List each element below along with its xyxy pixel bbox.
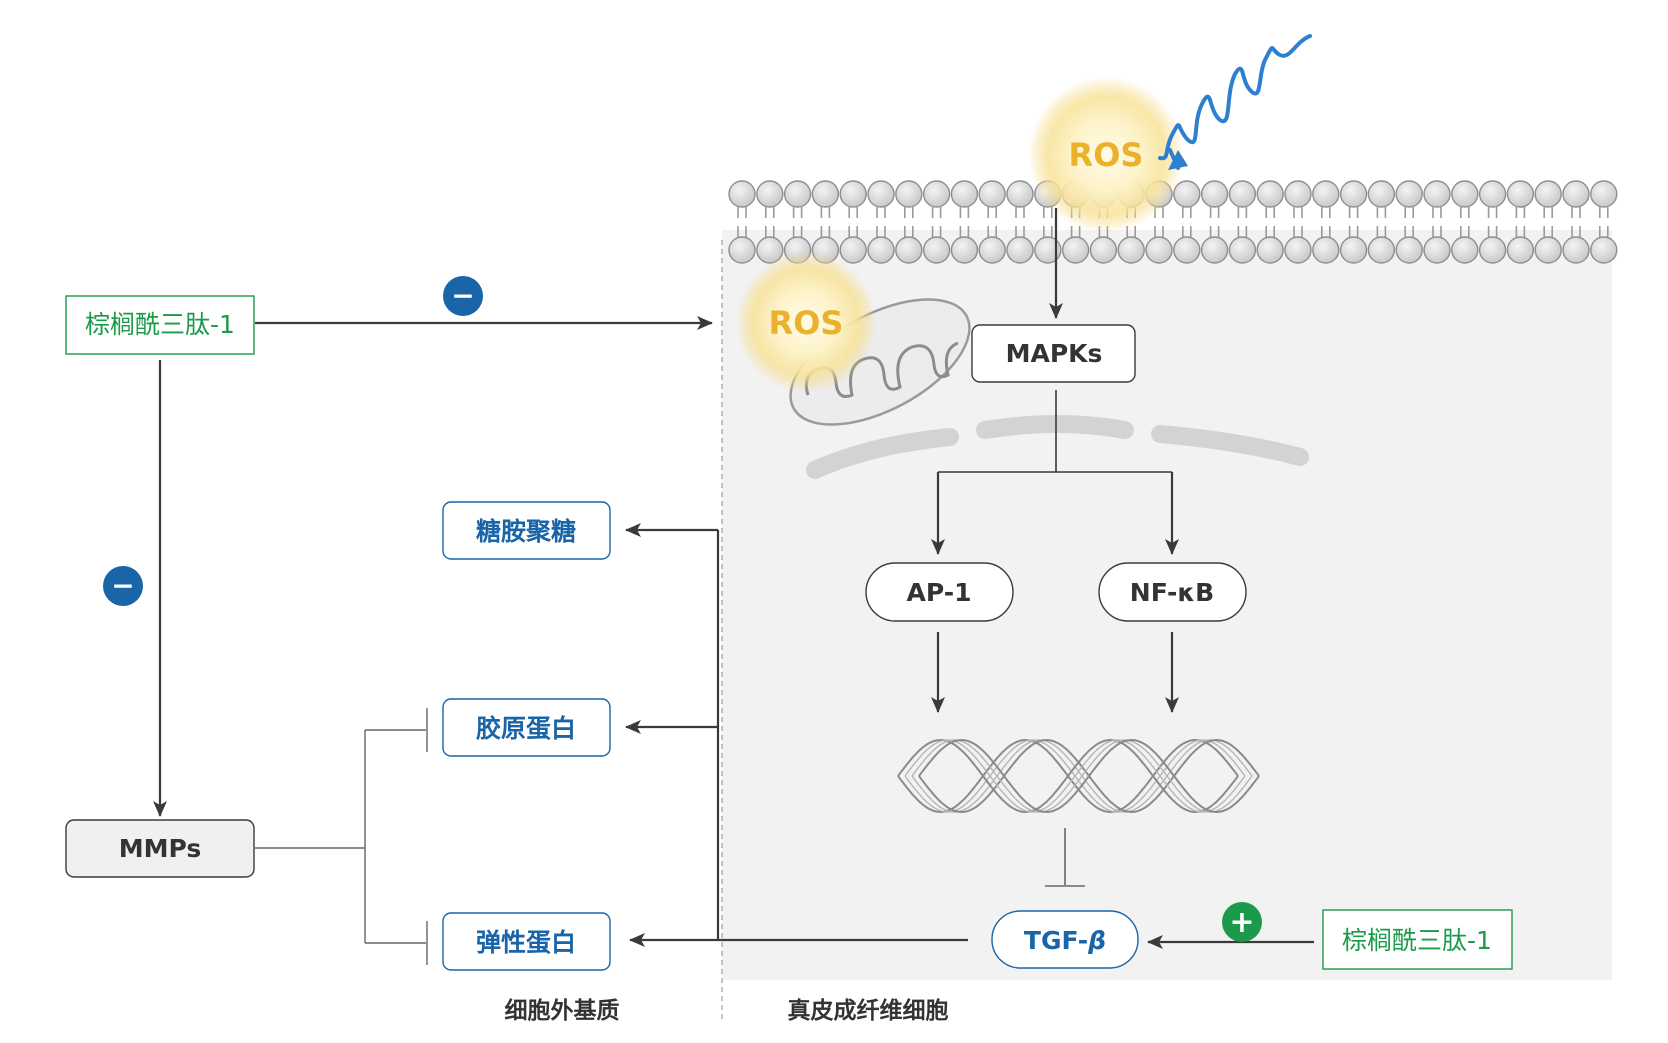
elastin-label: 弹性蛋白: [476, 928, 576, 957]
ros-top-glow: [1028, 77, 1184, 233]
palmitoyl-left-box: [65, 295, 255, 355]
ap1-label: AP-1: [906, 578, 971, 607]
region-label-fibroblast: 真皮成纤维细胞: [788, 997, 949, 1024]
palmitoyl-right-label: 棕榈酰三肽-1: [1342, 926, 1492, 955]
ros-mito-glow: [736, 252, 876, 392]
collagen-box: [442, 698, 611, 757]
plus-icon: +: [1222, 902, 1262, 942]
region-label-ecm: 细胞外基质: [505, 997, 620, 1024]
inhibit-mmps-lines: [255, 708, 428, 965]
tgf-beta: β: [1087, 926, 1106, 955]
mapks-label: MAPKs: [1006, 339, 1103, 368]
tgf-label: TGF-β: [1024, 926, 1106, 955]
uv-wave-icon: [1158, 34, 1312, 170]
tgf-box: [991, 910, 1139, 969]
palmitoyl-right-box: [1322, 909, 1513, 970]
nuclear-envelope: [806, 415, 1309, 479]
nfkb-label: NF-κB: [1130, 578, 1214, 607]
plus-sign: +: [1229, 905, 1254, 940]
collagen-label: 胶原蛋白: [476, 714, 576, 743]
elastin-box: [442, 912, 611, 971]
tgf-to-ecm-lines: [716, 530, 968, 942]
minus-left-sign: −: [111, 569, 134, 602]
inhibit-dna-to-tgf: [1045, 828, 1085, 887]
ros-top-label: ROS: [1069, 136, 1144, 174]
tgf-prefix: TGF-: [1024, 926, 1088, 955]
dna-helix-icon: [897, 738, 1260, 814]
branch-mapks: [938, 390, 1172, 473]
minus-top-sign: −: [451, 279, 474, 312]
mmps-box: [65, 819, 255, 878]
mmps-label: MMPs: [119, 834, 202, 863]
nfkb-box: [1098, 562, 1247, 622]
ros-mito-label: ROS: [769, 304, 844, 342]
ap1-box: [865, 562, 1014, 622]
mapks-box: [971, 324, 1136, 383]
gag-label: 糖胺聚糖: [476, 517, 576, 546]
palmitoyl-left-label: 棕榈酰三肽-1: [85, 310, 235, 339]
minus-icon: −: [443, 276, 483, 316]
gag-box: [442, 501, 611, 560]
minus-icon: −: [103, 566, 143, 606]
